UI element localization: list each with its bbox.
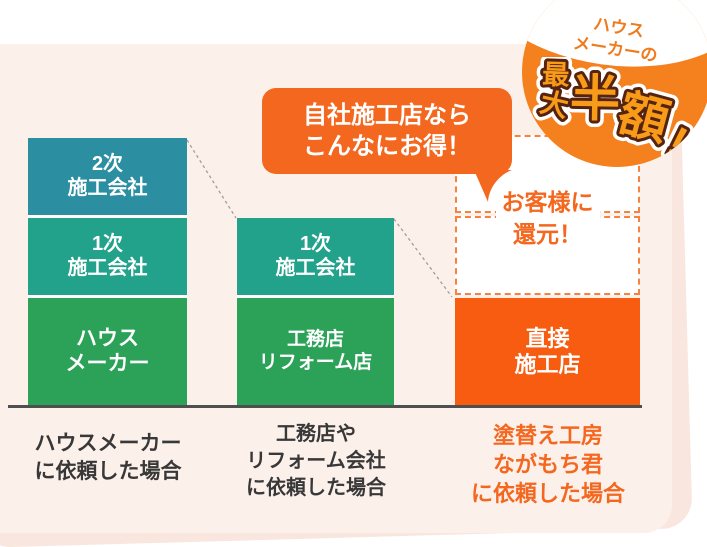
caption-direct-shop: 塗替え工房 ながもち君 に依頼した場合 <box>448 421 648 508</box>
bar-primary-contractor-1: 1次施工会社 <box>28 218 187 298</box>
bar-primary-contractor-2: 1次施工会社 <box>237 218 394 298</box>
bar-secondary-contractor: 2次施工会社 <box>28 138 187 218</box>
bar-label: 工務店 <box>286 329 344 351</box>
burst-char: 額 <box>612 84 675 151</box>
bar-label: ハウス <box>76 326 139 350</box>
refund-line1: お客様に <box>495 186 600 218</box>
bar-label: 施工店 <box>514 351 581 377</box>
bar-direct-shop: 直接施工店 <box>455 298 640 405</box>
bar-label: メーカー <box>65 351 150 375</box>
bar-housemaker: ハウスメーカー <box>28 298 187 405</box>
bar-label: 施工会社 <box>275 256 356 279</box>
caption-housemaker: ハウスメーカー に依頼した場合 <box>18 430 198 486</box>
bar-label: 施工会社 <box>67 256 148 279</box>
bubble-line2: こんなにお得！ <box>303 133 471 160</box>
burst-char: 半 <box>570 70 621 127</box>
caption-line: 塗替え工房 <box>492 423 603 448</box>
caption-line: ハウスメーカー <box>34 432 182 455</box>
bubble-line1: 自社施工店なら <box>303 102 471 129</box>
badge-burst-text: 最 大 半 額 ! 最 大 半 額 ! <box>531 57 702 167</box>
bar-label: 直接 <box>525 325 570 351</box>
speech-bubble-tail <box>474 170 512 202</box>
caption-line: に依頼した場合 <box>470 481 625 506</box>
refund-label: お客様に 還元！ <box>455 186 640 250</box>
speech-bubble: 自社施工店なら こんなにお得！ <box>262 88 512 174</box>
refund-line2: 還元！ <box>507 218 588 250</box>
caption-line: リフォーム会社 <box>246 450 386 472</box>
bar-label: 施工会社 <box>67 176 148 199</box>
baseline-axis <box>8 405 642 408</box>
burst-char: 大 <box>537 86 571 123</box>
burst-char: 最 <box>542 60 570 91</box>
caption-line: 工務店や <box>276 423 356 445</box>
bar-label: リフォーム店 <box>258 351 373 373</box>
bar-label: 1次 <box>299 232 332 255</box>
caption-koumuten: 工務店や リフォーム会社 に依頼した場合 <box>222 421 410 502</box>
half-price-badge: ハウス メーカーの 最 大 半 額 ! 最 大 半 額 ! <box>522 0 707 167</box>
bar-koumuten: 工務店リフォーム店 <box>237 298 394 405</box>
bar-label: 2次 <box>91 152 124 175</box>
caption-line: に依頼した場合 <box>246 477 386 499</box>
bar-label: 1次 <box>91 232 124 255</box>
caption-line: に依頼した場合 <box>34 460 182 483</box>
caption-line: ながもち君 <box>492 452 603 477</box>
burst-char: 半 <box>570 70 621 127</box>
